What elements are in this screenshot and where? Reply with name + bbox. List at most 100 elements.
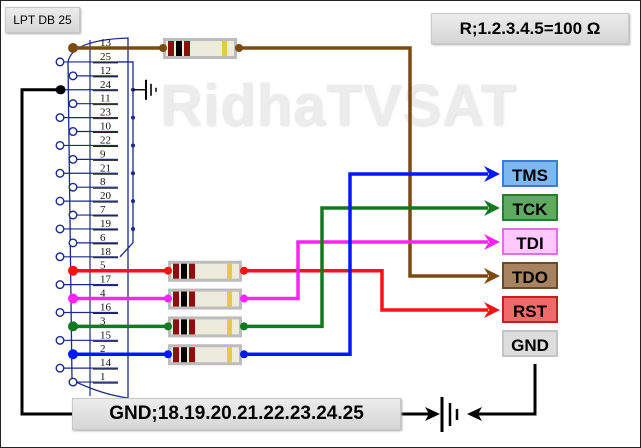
pin-hole-15 [55, 335, 65, 345]
pin-number-5: 5 [100, 260, 106, 272]
ground-wire-dot [56, 85, 66, 95]
pin-dot-tck [68, 321, 78, 332]
resistor-tms-body [171, 347, 239, 363]
pin-number-17: 17 [100, 274, 112, 286]
resistor-rst-band-tolerance [227, 263, 232, 279]
arrow-tms [484, 166, 500, 182]
connector-title: LPT DB 25 [5, 7, 80, 33]
ground-arrow-left [425, 407, 440, 421]
pin-number-16: 16 [100, 301, 112, 313]
pin-dot-rst [68, 265, 78, 276]
pin-number-14: 14 [100, 357, 112, 369]
ground-wire-from-jtag [478, 364, 537, 416]
resistor-lead-left-tdo [159, 44, 167, 52]
pin-hole-17 [55, 280, 65, 290]
resistor-rst-band-2 [181, 263, 187, 279]
resistor-tck-band-tolerance [227, 319, 232, 335]
pin-hole-10 [68, 127, 78, 137]
pin-number-11: 11 [100, 93, 111, 105]
resistor-tdo-band-2 [176, 41, 182, 56]
ground-pins-note: GND;18.19.20.21.22.23.24.25 [72, 398, 401, 430]
pin-number-25: 25 [100, 51, 112, 63]
pin-hole-12 [68, 71, 78, 81]
ground-arrow-right [467, 407, 482, 421]
pin-number-6: 6 [100, 232, 106, 244]
resistor-tck-band-3 [189, 319, 195, 335]
pin-hole-25 [55, 57, 65, 67]
wire-tdo [241, 46, 488, 278]
bus-junction-19 [131, 226, 135, 231]
pin-dot-tms [68, 349, 78, 360]
pin-number-22: 22 [100, 134, 111, 146]
watermark: RidhaTVSAT [160, 73, 517, 138]
resistor-value-note: R;1.2.3.4.5=100 Ω [431, 13, 629, 44]
bus-junction-21 [131, 171, 135, 176]
resistor-tms-band-3 [189, 347, 195, 363]
pin-hole-14 [55, 363, 65, 373]
pin-hole-1 [68, 377, 78, 387]
jtag-label-tdi: TDI [502, 228, 558, 255]
resistor-tms-band-2 [181, 347, 187, 363]
resistor-tms-band-tolerance [227, 347, 232, 363]
resistor-tck-band-1 [173, 319, 179, 335]
resistor-lead-right-tdo [235, 44, 243, 52]
pin-number-21: 21 [100, 162, 111, 174]
resistor-lead-left-tms [164, 350, 172, 359]
resistor-rst-band-1 [173, 263, 179, 279]
resistor-lead-right-rst [240, 266, 248, 275]
ground-wire-left [20, 88, 72, 416]
resistor-lead-left-tdi [164, 294, 172, 303]
pin-hole-11 [68, 99, 78, 109]
pin-hole-8 [68, 182, 78, 192]
resistor-tck-band-2 [181, 319, 187, 335]
pin-number-10: 10 [100, 121, 112, 133]
resistor-tdo-band-tolerance [222, 41, 227, 56]
pin-dot-tdo [68, 43, 78, 53]
pin-hole-6 [68, 238, 78, 248]
arrow-tck [484, 200, 500, 216]
pin-number-20: 20 [100, 190, 112, 202]
pin-dot-tdi [68, 293, 78, 304]
pin-number-12: 12 [100, 65, 111, 77]
pin-hole-20 [55, 196, 65, 206]
pin-number-24: 24 [100, 79, 112, 91]
jtag-label-gnd: GND [502, 330, 558, 357]
resistor-tdi-band-1 [173, 291, 179, 307]
bus-junction-22 [131, 143, 135, 148]
jtag-label-tdo: TDO [502, 262, 558, 289]
jtag-label-rst: RST [502, 296, 558, 323]
resistor-rst-band-3 [189, 263, 195, 279]
resistor-lead-right-tck [240, 322, 248, 331]
ground-bus [118, 61, 134, 258]
pin-number-4: 4 [100, 288, 106, 300]
jtag-label-tck: TCK [502, 194, 558, 221]
resistor-tdo-body [166, 41, 234, 56]
pin-number-19: 19 [100, 218, 112, 230]
wire-tms [247, 172, 488, 356]
pin-number-18: 18 [100, 246, 112, 258]
wire-tck [247, 206, 488, 329]
resistor-lead-left-rst [164, 266, 172, 275]
resistor-tdi-body [171, 291, 239, 307]
resistor-tdo-band-1 [168, 41, 174, 56]
resistor-tms-band-1 [173, 347, 179, 363]
wire-rst [247, 268, 488, 312]
pin-hole-21 [55, 168, 65, 178]
connector-shell-outline [67, 37, 129, 399]
arrow-tdo [484, 268, 500, 284]
resistor-lead-right-tms [240, 350, 248, 359]
resistor-lead-left-tck [164, 322, 172, 331]
pin-hole-7 [68, 210, 78, 220]
resistor-tdi-band-3 [189, 291, 195, 307]
bus-junction-20 [131, 199, 135, 204]
pin-number-7: 7 [100, 204, 106, 216]
resistor-tck-body [171, 319, 239, 335]
pin-number-9: 9 [100, 148, 106, 160]
pin-number-1: 1 [100, 371, 106, 383]
pin-hole-19 [55, 224, 65, 234]
pin-number-13: 13 [100, 37, 112, 49]
pin-hole-9 [68, 154, 78, 164]
pin-hole-18 [55, 252, 65, 262]
